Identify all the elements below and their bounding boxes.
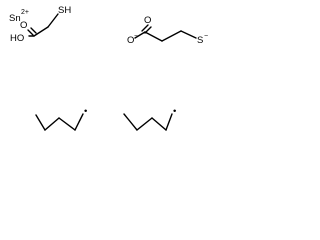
- butyl-radical-2: •: [123, 106, 176, 131]
- hydroxyl-group: HO: [10, 33, 24, 44]
- bond-c3-s: [180, 30, 197, 39]
- bond-c2-c3: [136, 117, 153, 131]
- bond-c4-c5: [165, 113, 173, 131]
- bond-c3-c4: [151, 117, 167, 131]
- sulfidopropanoate-anion: O O − S −: [127, 15, 208, 46]
- bond-c2-c3: [161, 30, 182, 42]
- carbonyl-oxygen: O: [20, 20, 27, 31]
- bond-c4-c5: [74, 113, 84, 131]
- tin-cation: Sn 2+: [9, 9, 29, 24]
- bond-c-o-double-a: [30, 27, 37, 34]
- bond-c1-c2: [33, 26, 49, 37]
- bond-c1-c2: [35, 114, 46, 131]
- thiol-group: SH: [58, 5, 71, 16]
- carbonyl-oxygen: O: [144, 15, 151, 26]
- radical-dot: •: [84, 106, 87, 117]
- structure-canvas: Sn 2+ O HO SH O O − S − •: [9, 5, 208, 131]
- structure-diagram: Sn 2+ O HO SH O O − S − •: [0, 0, 234, 156]
- butyl-radical-1: •: [35, 106, 87, 131]
- bond-c2-c3: [44, 117, 60, 131]
- bond-c2-c3: [47, 13, 59, 28]
- bond-c-o-minus: [134, 31, 146, 39]
- bond-c1-c2: [144, 31, 163, 42]
- bond-c1-c2: [123, 113, 138, 131]
- bond-c-o-double-a: [141, 24, 149, 32]
- sulfide-charge: −: [204, 33, 208, 40]
- mercaptopropanoic-acid: O HO SH: [10, 5, 71, 44]
- oxide-charge: −: [134, 33, 138, 40]
- bond-c-o-double-b: [27, 29, 34, 36]
- tin-charge: 2+: [21, 9, 29, 16]
- tin-symbol: Sn: [9, 13, 21, 24]
- bond-c3-c4: [58, 117, 76, 131]
- oxide-oxygen: O: [127, 35, 134, 46]
- sulfide-sulfur: S: [197, 35, 203, 46]
- radical-dot: •: [173, 106, 176, 117]
